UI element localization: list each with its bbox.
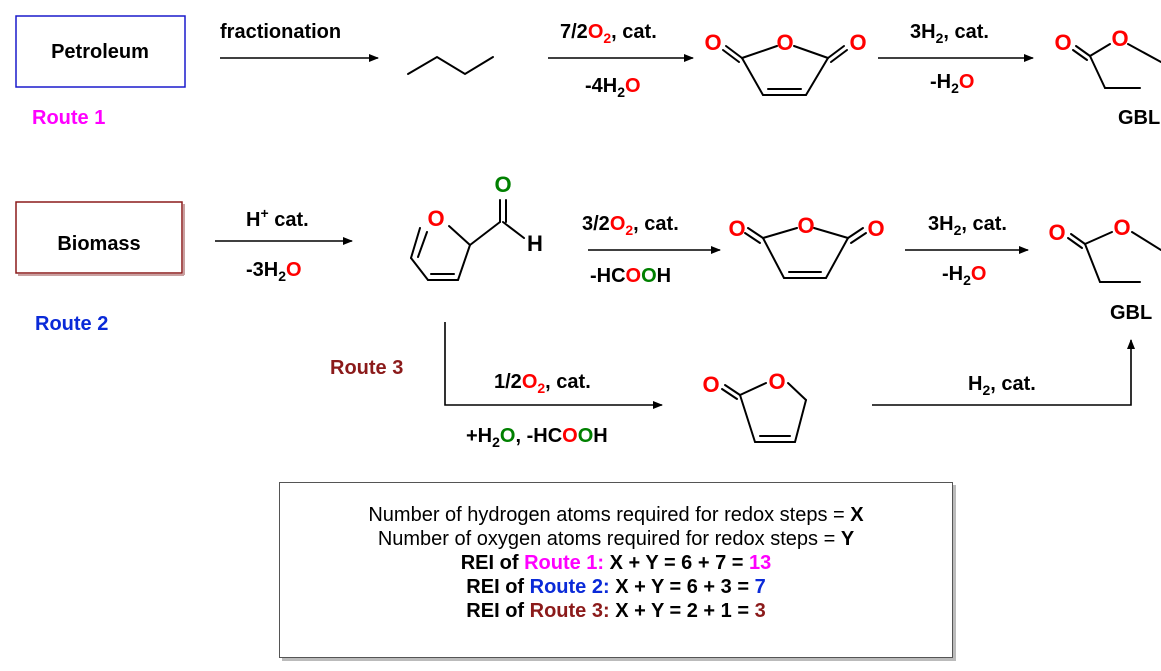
route-1-label: Route 1 [32, 107, 105, 129]
biomass-label: Biomass [57, 233, 140, 255]
svg-text:O: O [704, 30, 721, 55]
rei-line-route1: REI of Route 1: X + Y = 6 + 7 = 13 [460, 552, 772, 574]
r2-formic-acid-label: -HCOOH [590, 265, 671, 287]
svg-text:O: O [1113, 215, 1130, 240]
butane-structure [407, 55, 494, 76]
r2-oxidation-label: 3/2O2, cat. [582, 213, 679, 238]
biomass-box: Biomass [15, 201, 185, 276]
route-2-label: Route 2 [35, 313, 108, 335]
furfural-structure: O O H [410, 172, 543, 281]
petroleum-label: Petroleum [51, 41, 149, 63]
rei-line-hydrogen: Number of hydrogen atoms required for re… [368, 504, 864, 526]
furanone-structure: O O [702, 369, 807, 443]
svg-text:O: O [702, 372, 719, 397]
gbl-structure-1: O O [1054, 26, 1161, 89]
gbl-structure-2: O O [1048, 215, 1161, 283]
r3-hydrogenation-label: H2, cat. [968, 373, 1036, 398]
rei-summary-box: Number of hydrogen atoms required for re… [279, 482, 953, 658]
r3-hydrogenation-arrow [872, 339, 1135, 406]
r1-minus-water-label: -4H2O [585, 75, 641, 100]
gbl-label-2: GBL [1110, 302, 1152, 324]
route-3-label: Route 3 [330, 357, 403, 379]
r2-minus-h2o-label: -H2O [942, 263, 986, 288]
r3-oxidation-label: 1/2O2, cat. [494, 371, 591, 396]
svg-text:O: O [728, 216, 745, 241]
svg-text:O: O [797, 213, 814, 238]
svg-text:H: H [527, 231, 543, 256]
fractionation-label: fractionation [220, 21, 341, 43]
svg-text:O: O [849, 30, 866, 55]
svg-text:O: O [1048, 220, 1065, 245]
svg-text:O: O [776, 30, 793, 55]
maleic-anhydride-2: O O O [728, 213, 885, 279]
r1-minus-h2o-label: -H2O [930, 71, 974, 96]
svg-text:O: O [867, 216, 884, 241]
maleic-anhydride-1: O O O [704, 30, 867, 96]
rei-line-route2: REI of Route 2: X + Y = 6 + 3 = 7 [466, 576, 766, 598]
petroleum-box: Petroleum [15, 15, 186, 88]
rei-line-oxygen: Number of oxygen atoms required for redo… [377, 528, 855, 550]
r1-oxidation-label: 7/2O2, cat. [560, 21, 657, 46]
r1-hydrogenation-label: 3H2, cat. [910, 21, 989, 46]
rei-line-route3: REI of Route 3: X + Y = 2 + 1 = 3 [466, 600, 766, 622]
svg-text:O: O [1111, 26, 1128, 51]
acid-catalyst-label: H+ cat. [246, 205, 309, 231]
gbl-label-1: GBL [1118, 107, 1160, 129]
r2-hydrogenation-label: 3H2, cat. [928, 213, 1007, 238]
minus-3-water-label: -3H2O [246, 259, 302, 284]
svg-text:O: O [1054, 30, 1071, 55]
r3-water-formic-label: +H2O, -HCOOH [466, 425, 608, 450]
r3-oxidation-arrow [444, 322, 663, 409]
svg-text:O: O [427, 206, 444, 231]
svg-text:O: O [768, 369, 785, 394]
svg-text:O: O [494, 172, 511, 197]
